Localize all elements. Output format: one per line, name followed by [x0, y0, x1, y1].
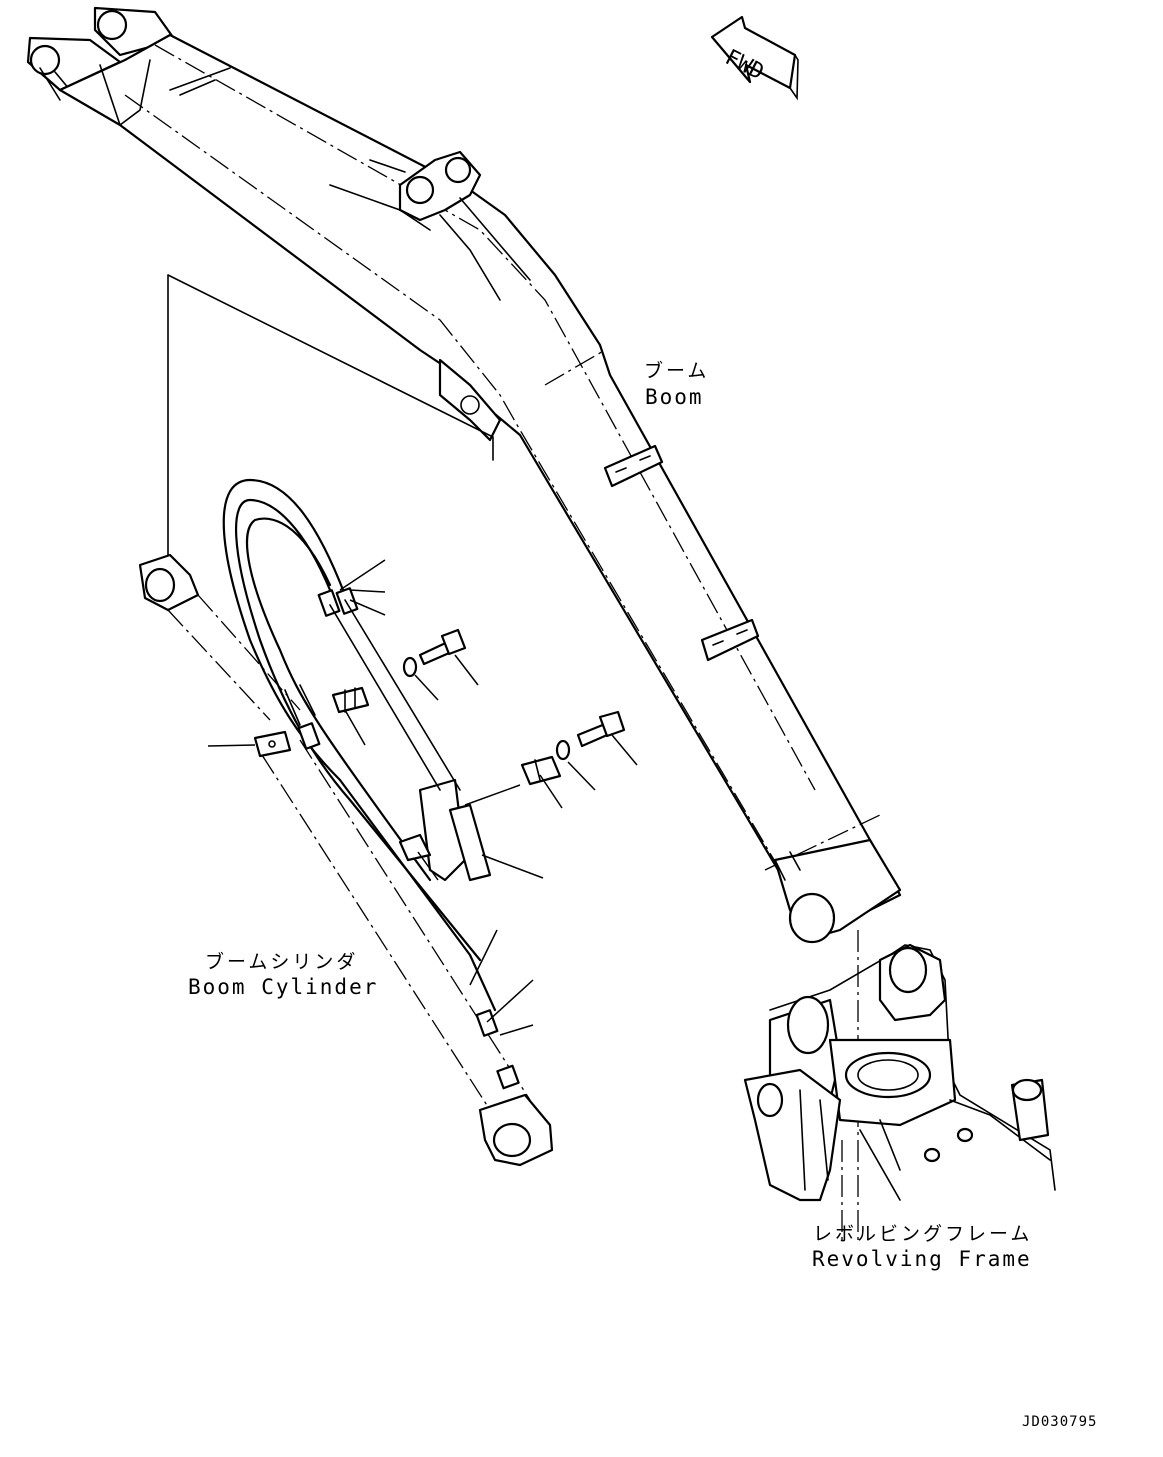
hydraulic-hoses [222, 478, 520, 1090]
boom-cylinder-label-en: Boom Cylinder [188, 975, 378, 999]
leader-lines [207, 559, 638, 1036]
revolving-frame-label-en: Revolving Frame [812, 1247, 1032, 1271]
boom-cylinder-label-jp: ブームシリンダ [205, 950, 358, 973]
revolving-frame [743, 930, 1056, 1240]
revolving-frame-label-jp: レボルビングフレーム [813, 1223, 1032, 1245]
boom-label-en: Boom [645, 385, 704, 409]
boom-label-jp: ブーム [644, 359, 709, 382]
boom-cylinder [138, 553, 554, 1167]
leader-boom-cylinder [167, 274, 494, 561]
drawing-code: JD030795 [1022, 1414, 1097, 1430]
fwd-direction-arrow: FWD [710, 15, 799, 101]
boom [26, 6, 902, 944]
clamp-hardware [253, 628, 626, 862]
